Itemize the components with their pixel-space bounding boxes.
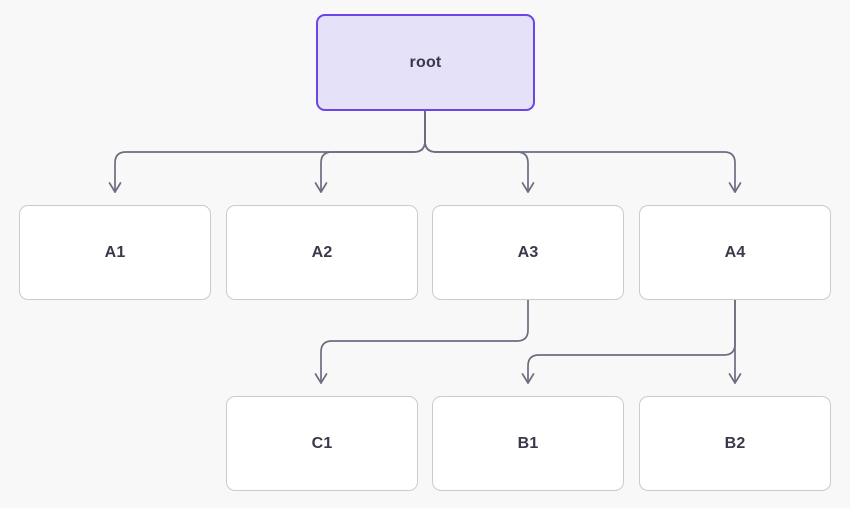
edge-root-to-A4	[424, 110, 742, 193]
node-b1[interactable]: B1	[432, 396, 624, 491]
arrowhead-icon	[728, 373, 742, 384]
node-label: A3	[517, 243, 539, 261]
edge-A4-to-B2	[728, 299, 742, 384]
edge-root-to-A3	[424, 110, 535, 193]
node-a1[interactable]: A1	[19, 205, 211, 300]
arrowhead-icon	[314, 373, 328, 384]
node-label: B1	[517, 434, 539, 452]
node-root[interactable]: root	[316, 14, 535, 111]
node-label: A2	[311, 243, 333, 261]
node-label: B2	[724, 434, 746, 452]
arrowhead-icon	[728, 182, 742, 193]
node-a2[interactable]: A2	[226, 205, 418, 300]
node-c1[interactable]: C1	[226, 396, 418, 491]
node-b2[interactable]: B2	[639, 396, 831, 491]
node-label: A1	[104, 243, 126, 261]
arrowhead-icon	[521, 182, 535, 193]
edge-root-to-A2	[314, 110, 426, 193]
edge-root-to-A1	[108, 110, 426, 193]
node-a4[interactable]: A4	[639, 205, 831, 300]
node-a3[interactable]: A3	[432, 205, 624, 300]
arrowhead-icon	[108, 182, 122, 193]
node-label: A4	[724, 243, 746, 261]
arrowhead-icon	[314, 182, 328, 193]
node-label: root	[409, 53, 442, 71]
edge-A3-to-C1	[314, 299, 529, 384]
node-label: C1	[311, 434, 333, 452]
edge-A4-to-B1	[521, 299, 736, 384]
arrowhead-icon	[521, 373, 535, 384]
